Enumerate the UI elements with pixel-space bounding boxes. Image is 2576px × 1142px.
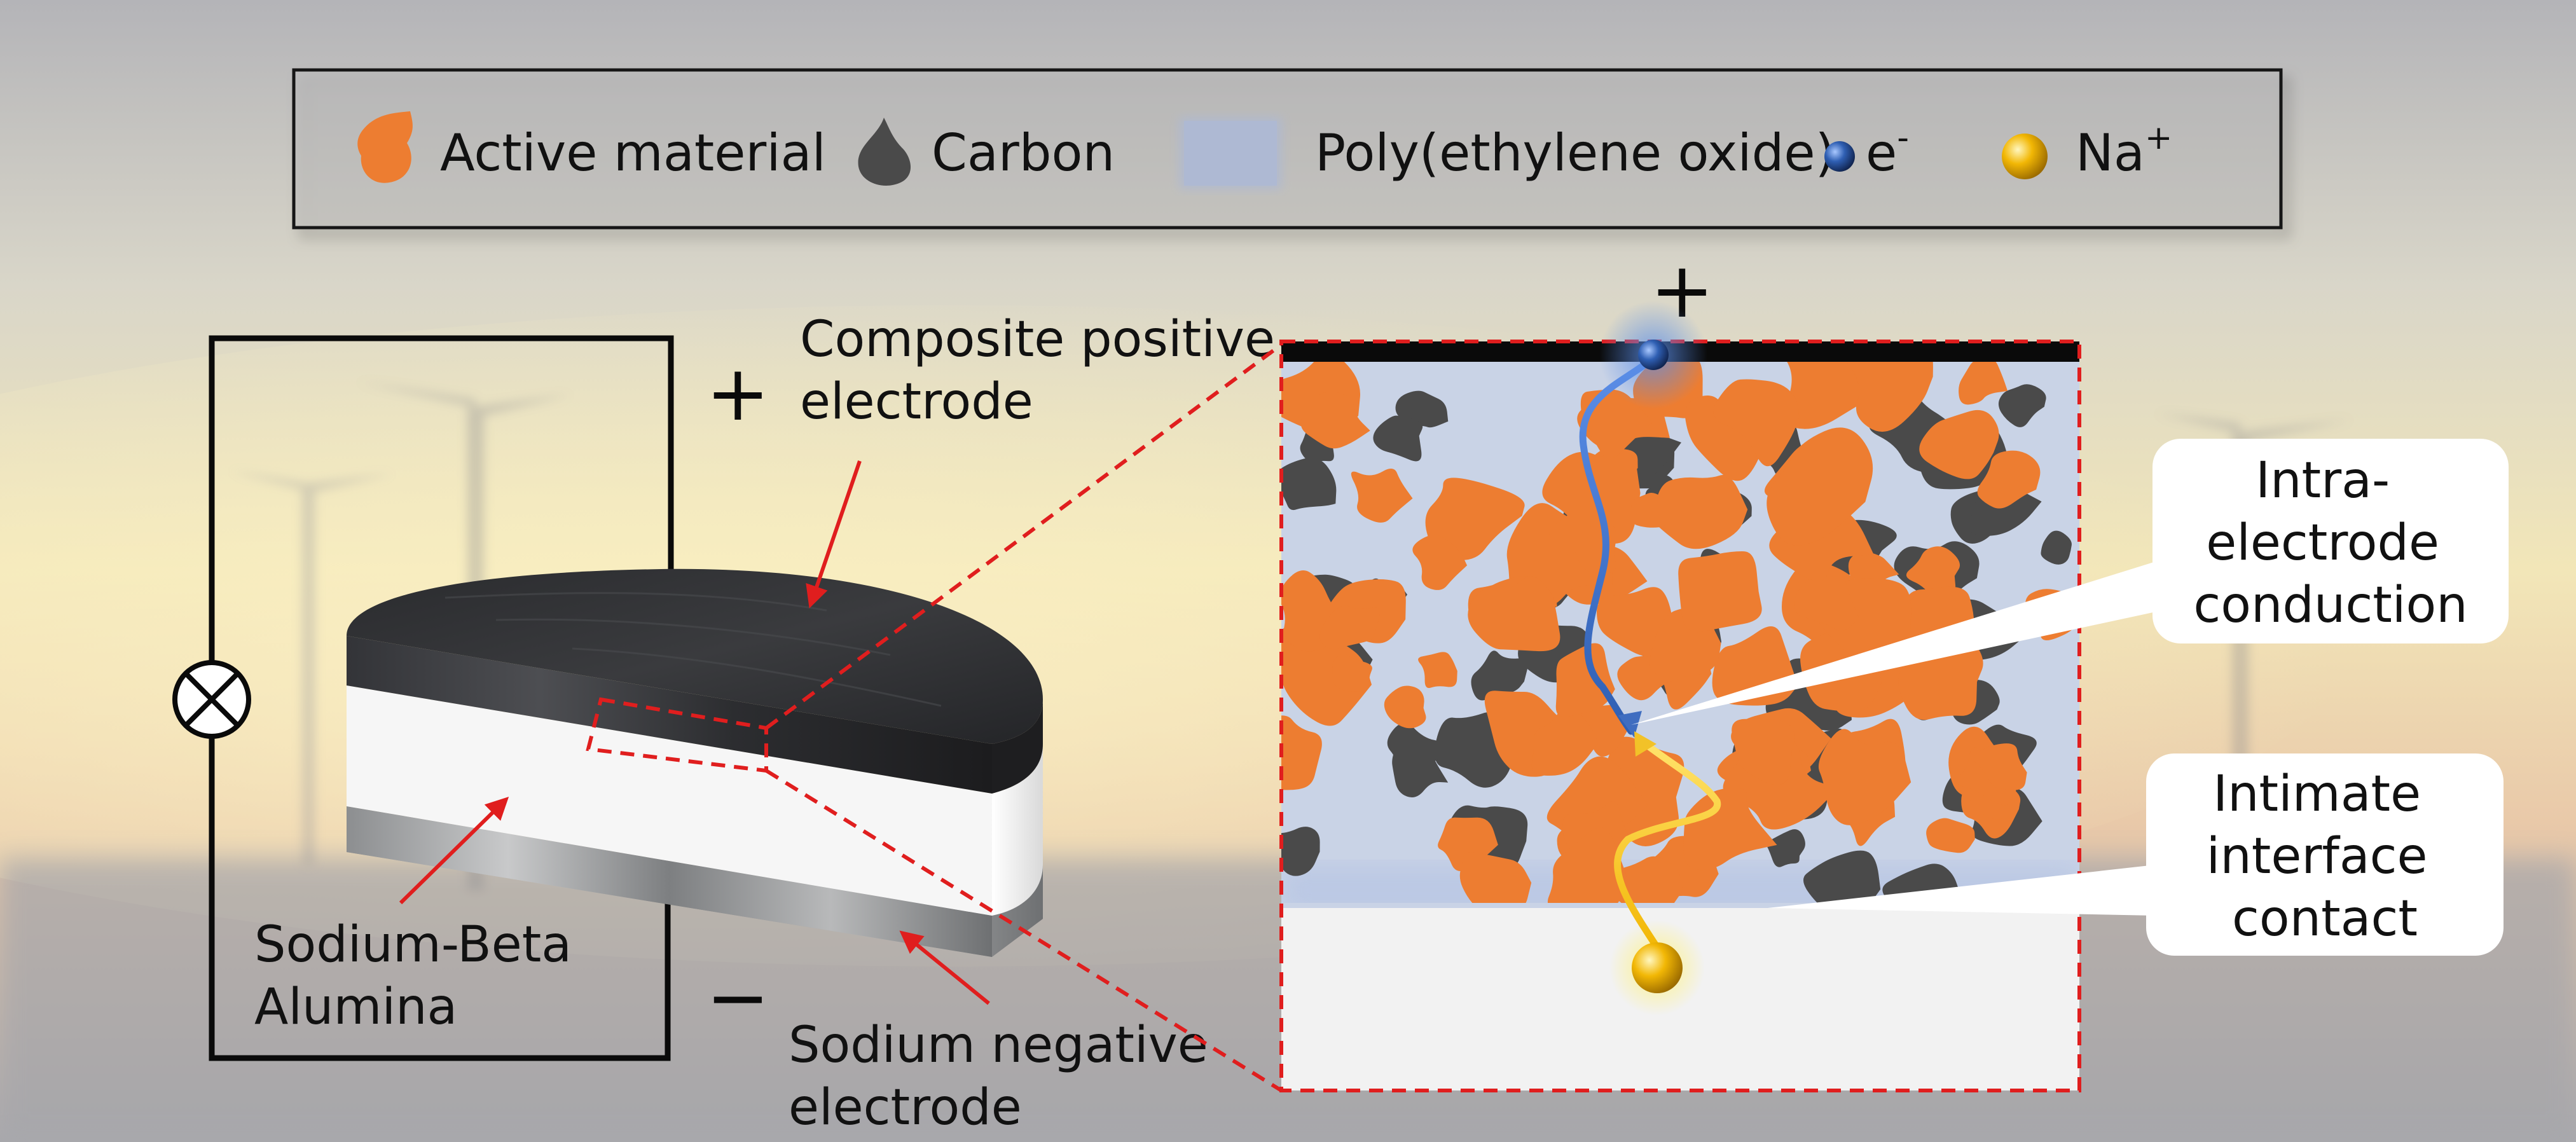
legend-label-peo: Poly(ethylene oxide) <box>1315 123 1835 182</box>
carbon-particle <box>2041 530 2072 565</box>
active-material-particle <box>1683 788 1777 870</box>
active-material-particle <box>1919 409 1999 479</box>
carbon-particle <box>1471 650 1528 701</box>
negative-electrode-arrow <box>899 930 990 1005</box>
active-material-particle <box>1547 827 1627 903</box>
active-material-particle <box>1300 392 1370 449</box>
legend-label-electron: e- <box>1866 119 1909 182</box>
active-material-particle <box>1468 576 1560 652</box>
zoom-panel: + <box>1279 247 2081 1092</box>
active-material-particle <box>1459 852 1532 903</box>
beta-alumina-layer <box>347 685 992 916</box>
carbon-particle <box>1281 457 1337 511</box>
cell-minus-sign: − <box>706 954 770 1042</box>
callout-interface: Intimate interface contact <box>1768 753 2504 956</box>
composite-electrode-top <box>347 568 1043 744</box>
active-material-particle <box>1412 535 1468 590</box>
separator-label: Sodium-Beta Alumina <box>254 916 588 1036</box>
active-material-particle <box>1531 704 1598 776</box>
carbon-particle <box>1281 827 1320 876</box>
active-material-particle <box>1844 356 1933 432</box>
particle-network <box>1281 356 2079 903</box>
cell-labels: + − Composite positive electrode Sodium-… <box>254 311 1291 1136</box>
carbon-particle <box>1767 829 1805 867</box>
active-material-particle <box>1418 652 1457 689</box>
callout-intra-electrode: Intra- electrode conduction <box>1631 439 2509 725</box>
active-material-particle <box>1384 685 1426 729</box>
active-material-particle <box>1631 492 1667 528</box>
interface-callout-text: Intimate interface contact <box>2207 766 2444 947</box>
carbon-icon <box>858 118 911 186</box>
carbon-particle <box>1998 384 2046 427</box>
sodium-ion-icon <box>2002 134 2048 179</box>
carbon-particle <box>1803 850 1881 903</box>
active-material-particle <box>1555 643 1615 717</box>
separator-arrow <box>399 796 509 905</box>
negative-electrode-label: Sodium negative electrode <box>789 1017 1224 1136</box>
positive-electrode-label: Composite positive electrode <box>800 311 1291 430</box>
sodium-ion-particle <box>1632 942 1683 993</box>
intra-callout-text: Intra- electrode conduction <box>2193 452 2467 634</box>
active-material-particle <box>1926 818 1975 853</box>
active-material-icon <box>357 111 413 183</box>
external-circuit <box>172 335 674 1061</box>
active-material-particle <box>1713 379 1800 467</box>
zoom-connectors <box>765 343 1283 1092</box>
active-material-particle <box>1655 474 1748 549</box>
active-material-particle <box>1580 389 1652 459</box>
electron-particle <box>1638 340 1669 370</box>
legend-label-active: Active material <box>440 123 826 182</box>
active-material-particle <box>1794 568 1859 631</box>
active-material-particle <box>1542 451 1641 544</box>
active-material-particle <box>1572 705 1629 757</box>
active-material-particle <box>1767 427 1873 546</box>
legend <box>292 68 2283 230</box>
active-material-particle <box>1973 743 2027 790</box>
active-material-particle <box>1332 654 1372 692</box>
active-material-particle <box>1959 357 2008 405</box>
battery-cell <box>347 568 1043 957</box>
legend-label-sodium: Na+ <box>2076 119 2172 182</box>
active-material-particle <box>1319 605 1380 649</box>
electron-icon <box>1824 141 1855 172</box>
carbon-particle <box>1392 740 1449 797</box>
legend-frame <box>292 68 2283 230</box>
active-material-particle <box>1848 552 1899 587</box>
sodium-ion-path <box>1614 739 1721 951</box>
active-material-particle <box>1678 551 1762 633</box>
active-material-particle <box>1425 478 1525 560</box>
positive-electrode-arrow <box>806 460 862 609</box>
active-material-particle <box>1351 469 1413 523</box>
cell-plus-sign: + <box>706 350 770 438</box>
active-material-particle <box>1818 729 1911 825</box>
legend-items: Active material Carbon Poly(ethylene oxi… <box>357 111 2172 189</box>
legend-label-carbon: Carbon <box>932 123 1115 182</box>
active-material-particle <box>1281 715 1322 790</box>
composite-electrode-side <box>347 636 992 794</box>
carbon-particle <box>1373 415 1423 462</box>
electron-path <box>1579 354 1657 735</box>
lamp-icon <box>172 660 251 739</box>
active-material-particle <box>1977 450 2041 509</box>
active-material-particle <box>1549 506 1591 555</box>
active-material-particle <box>1732 719 1794 785</box>
